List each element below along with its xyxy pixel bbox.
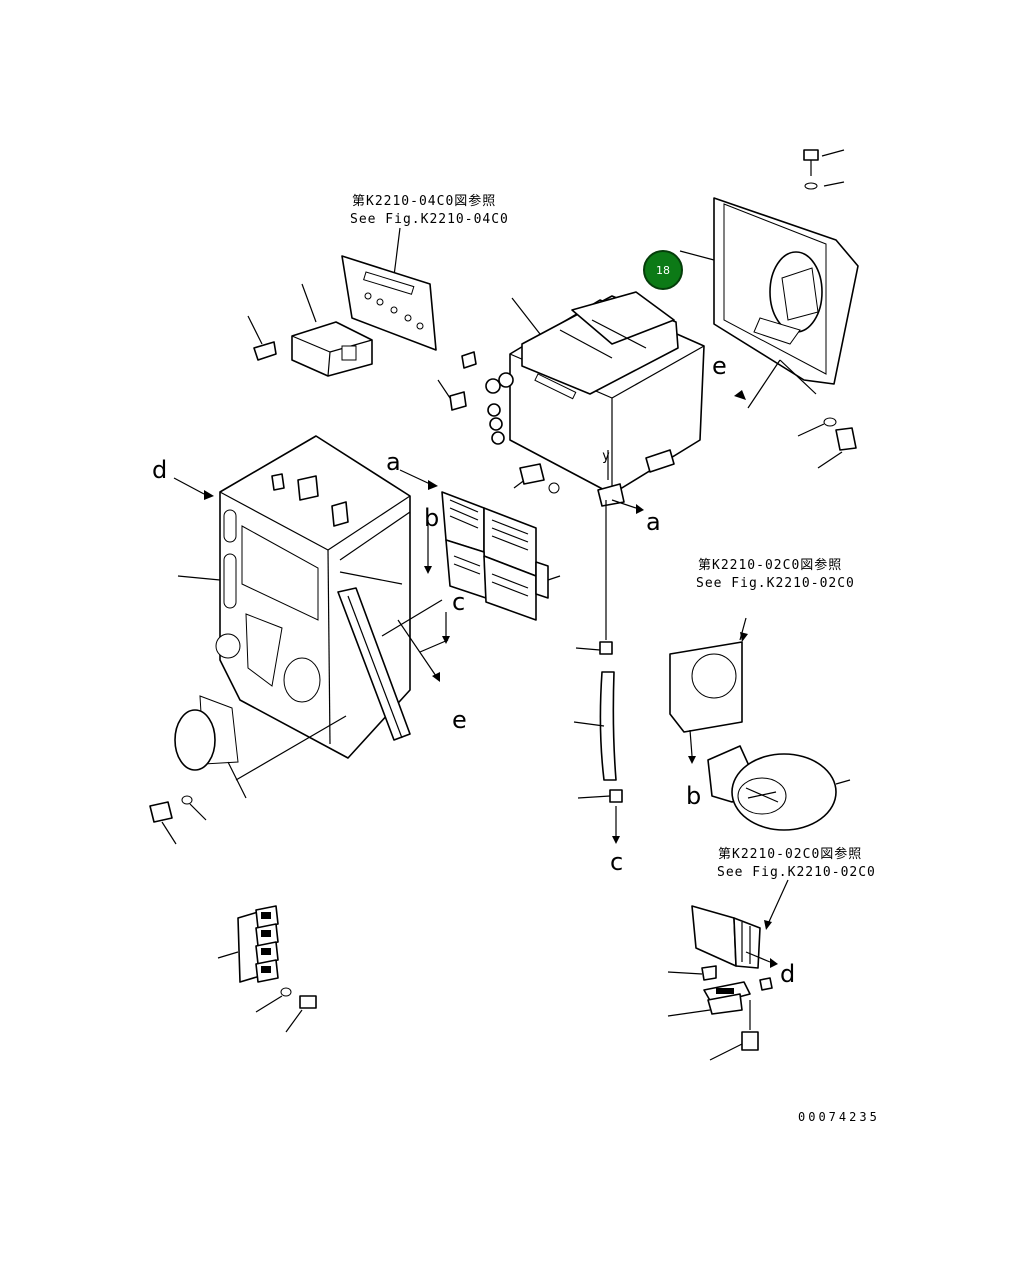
filter-panels [381,491,561,682]
reference-note-jp: 第K2210-04C0図参照 [352,193,496,209]
blower-assembly [669,617,851,831]
part-badge-18[interactable]: 18 [643,250,715,290]
callout-letter-b: b [424,504,439,532]
switch-bracket-assembly [667,879,789,1061]
reference-note-en: See Fig.K2210-02C0 [696,576,855,591]
relay-bracket-assembly [247,227,437,377]
callout-letter-a: a [386,448,401,476]
badge-label: 18 [656,264,670,277]
callout-letter-c: c [610,848,623,876]
reference-note-jp: 第K2210-02C0図参照 [698,557,842,573]
callout-letters: d a a b c e e b c d y [152,352,795,988]
callout-letter-b: b [686,782,701,810]
callout-letter-y: y [602,449,610,464]
callout-letter-e: e [712,352,727,380]
callout-letter-d: d [152,456,167,484]
callout-letter-e: e [452,706,467,734]
reference-note-en: See Fig.K2210-04C0 [350,212,509,227]
figure-number: 00074235 [798,1110,880,1124]
reference-note-jp: 第K2210-02C0図参照 [718,846,862,862]
callout-letter-d: d [780,960,795,988]
main-cabinet [149,435,438,845]
reference-note-right: 第K2210-02C0図参照 See Fig.K2210-02C0 [696,557,855,591]
duct-assembly [713,149,859,469]
reference-note-en: See Fig.K2210-02C0 [717,865,876,880]
callout-letter-a: a [646,508,661,536]
heater-unit [437,291,705,514]
reference-note-bottom-right: 第K2210-02C0図参照 See Fig.K2210-02C0 [717,846,876,880]
callout-letter-c: c [452,588,465,616]
reference-note-top: 第K2210-04C0図参照 See Fig.K2210-04C0 [350,193,509,227]
drain-hose [573,500,623,844]
relay-block [217,905,317,1033]
